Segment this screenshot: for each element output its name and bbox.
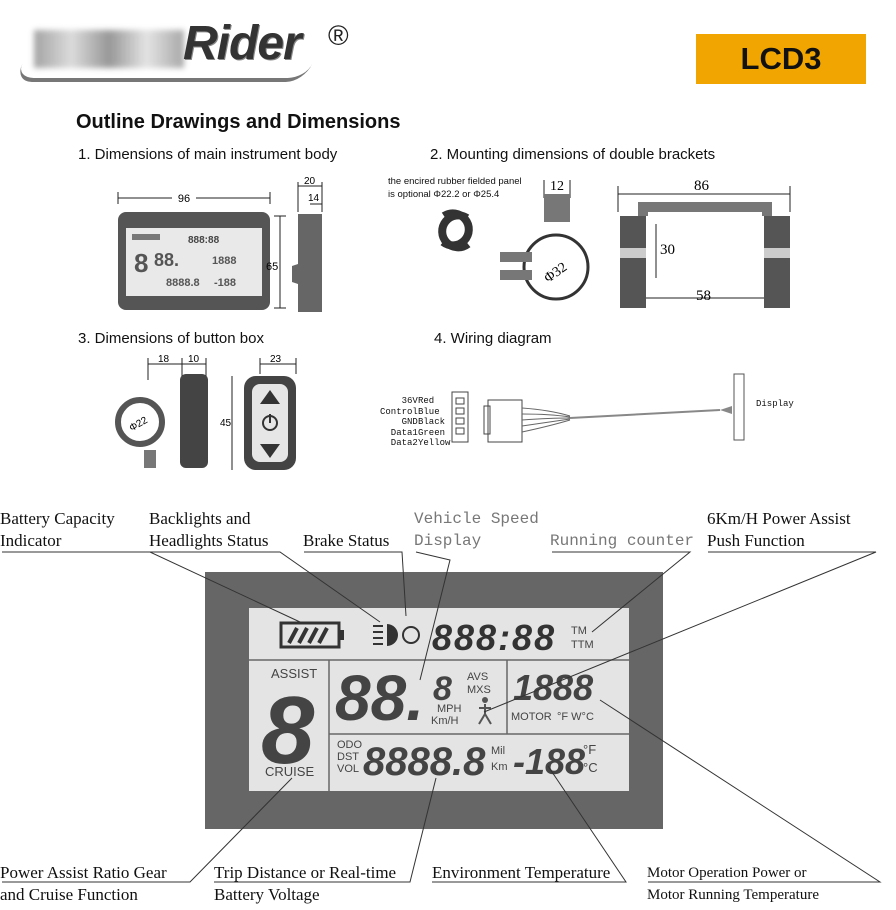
wire-color-green: Green xyxy=(418,427,446,438)
brand-name: Rider xyxy=(183,17,302,70)
lcd-speed: 88. xyxy=(335,662,424,734)
lcd-segments: 888:88 TM TTM ASSIST 8 CRUISE 88. 8 AVS … xyxy=(249,617,629,791)
lcd-tm: TM xyxy=(571,625,587,637)
callout-motor: Motor Operation Power or Motor Running T… xyxy=(647,865,819,903)
dim-button-height: 45 xyxy=(220,418,232,429)
page-title: Outline Drawings and Dimensions xyxy=(76,111,401,133)
brand-logo: Rider ® xyxy=(13,14,349,86)
lcd-temp-c: °C xyxy=(583,760,598,775)
dim-body-width: 96 xyxy=(178,193,190,205)
mini-temp: -188 xyxy=(214,277,236,289)
lcd-time: 888:88 xyxy=(432,617,556,658)
dim-double-width: 86 xyxy=(694,178,710,194)
single-bracket-drawing: 12 Φ32 xyxy=(438,179,590,301)
mini-speed: 88. xyxy=(154,250,179,270)
callout-assist: Power Assist Ratio Gear and Cruise Funct… xyxy=(0,863,167,904)
lcd-speed-small: 8 xyxy=(433,670,452,708)
bracket-note-line2: is optional Φ22.2 or Φ25.4 xyxy=(388,189,500,200)
callout-env: Environment Temperature xyxy=(432,863,611,882)
wiring-diagram xyxy=(451,373,745,443)
button-up-icon xyxy=(260,390,280,404)
lcd-odo: ODO xyxy=(337,739,363,751)
section-1-title: 1. Dimensions of main instrument body xyxy=(78,146,338,163)
dim-bracket-width: 12 xyxy=(550,179,564,194)
lcd-trip: 8888.8 xyxy=(363,740,486,784)
wire-label-control: Control xyxy=(380,406,418,417)
lcd-assist: ASSIST xyxy=(271,666,317,681)
wire-label-data2: Data2 xyxy=(390,438,418,448)
mini-time: 888:88 xyxy=(188,235,220,246)
brand-logo-blurred-part xyxy=(34,30,184,68)
mini-trip: 8888.8 xyxy=(166,277,200,289)
wire-color-red: Red xyxy=(418,396,435,406)
dim-side-width: 20 xyxy=(304,176,316,187)
wire-label-data1: Data1 xyxy=(390,427,418,438)
lcd-mil: Mil xyxy=(491,745,505,757)
walk-assist-icon xyxy=(482,697,488,703)
section-4-title: 4. Wiring diagram xyxy=(434,330,552,347)
lcd-mph: MPH xyxy=(437,703,462,715)
dim-body-height: 65 xyxy=(266,261,278,273)
mini-motor: 1888 xyxy=(212,255,236,267)
dim-double-height: 30 xyxy=(660,242,675,258)
wiring-color-labels: Red Blue Black Green Yellow xyxy=(418,396,450,449)
lcd-temp-f: °F xyxy=(583,742,596,757)
lcd-temp: -188 xyxy=(513,741,585,782)
headlight-icon xyxy=(387,624,398,646)
lcd-motor-label: MOTOR xyxy=(511,711,552,723)
double-bracket-drawing: 86 30 58 xyxy=(617,178,791,308)
lcd-motor-value: 1888 xyxy=(513,667,593,708)
lcd-ttm: TTM xyxy=(571,639,594,651)
brake-icon xyxy=(402,626,420,644)
lcd-km: Km xyxy=(491,761,508,773)
callout-trip: Trip Distance or Real-time Battery Volta… xyxy=(214,863,397,904)
lcd-cruise: CRUISE xyxy=(265,764,314,779)
dim-button-c: 23 xyxy=(270,354,282,365)
callout-backlight: Backlights and Headlights Status xyxy=(149,509,269,550)
bracket-note-line1: the encired rubber fielded panel xyxy=(388,176,522,187)
bracket-note: the encired rubber fielded panel is opti… xyxy=(388,175,522,201)
button-down-icon xyxy=(260,444,280,458)
dim-side-inner: 14 xyxy=(308,193,320,204)
lcd-mxs: MXS xyxy=(467,684,491,696)
dim-double-inner: 58 xyxy=(696,288,711,304)
callout-speed: Vehicle Speed Display xyxy=(414,510,539,550)
instrument-body-drawing: 96 888:88 8 88. 1888 8888.8 -188 65 20 1… xyxy=(117,176,323,312)
button-box-drawing: 18 10 Φ22 23 45 xyxy=(115,354,297,470)
callout-brake: Brake Status xyxy=(303,531,390,550)
lcd-motor-units: °F W°C xyxy=(557,711,594,723)
callout-battery: Battery Capacity Indicator xyxy=(0,509,115,550)
callout-running: Running counter xyxy=(550,532,695,550)
model-badge: LCD3 xyxy=(696,34,866,84)
wire-color-black: Black xyxy=(418,417,446,427)
wire-color-blue: Blue xyxy=(418,406,440,417)
lcd-kmh: Km/H xyxy=(431,715,459,727)
lcd-vol: VOL xyxy=(337,763,359,775)
lcd-avs: AVS xyxy=(467,671,488,683)
dim-button-b: 10 xyxy=(188,354,200,365)
lcd-gear: 8 xyxy=(261,677,315,784)
wire-color-yellow: Yellow xyxy=(418,438,451,448)
dim-button-a: 18 xyxy=(158,354,170,365)
section-2-title: 2. Mounting dimensions of double bracket… xyxy=(430,146,716,163)
wiring-function-labels: 36V Control GND Data1 Data2 xyxy=(380,396,418,449)
wire-label-voltage: 36V xyxy=(401,396,418,406)
registered-mark: ® xyxy=(328,20,349,51)
lcd-dst: DST xyxy=(337,751,359,763)
wiring-display-label: Display xyxy=(756,399,794,409)
mini-gear: 8 xyxy=(134,248,148,278)
section-3-title: 3. Dimensions of button box xyxy=(78,330,264,347)
wire-label-gnd: GND xyxy=(401,417,418,427)
callout-push: 6Km/H Power Assist Push Function xyxy=(707,509,851,550)
